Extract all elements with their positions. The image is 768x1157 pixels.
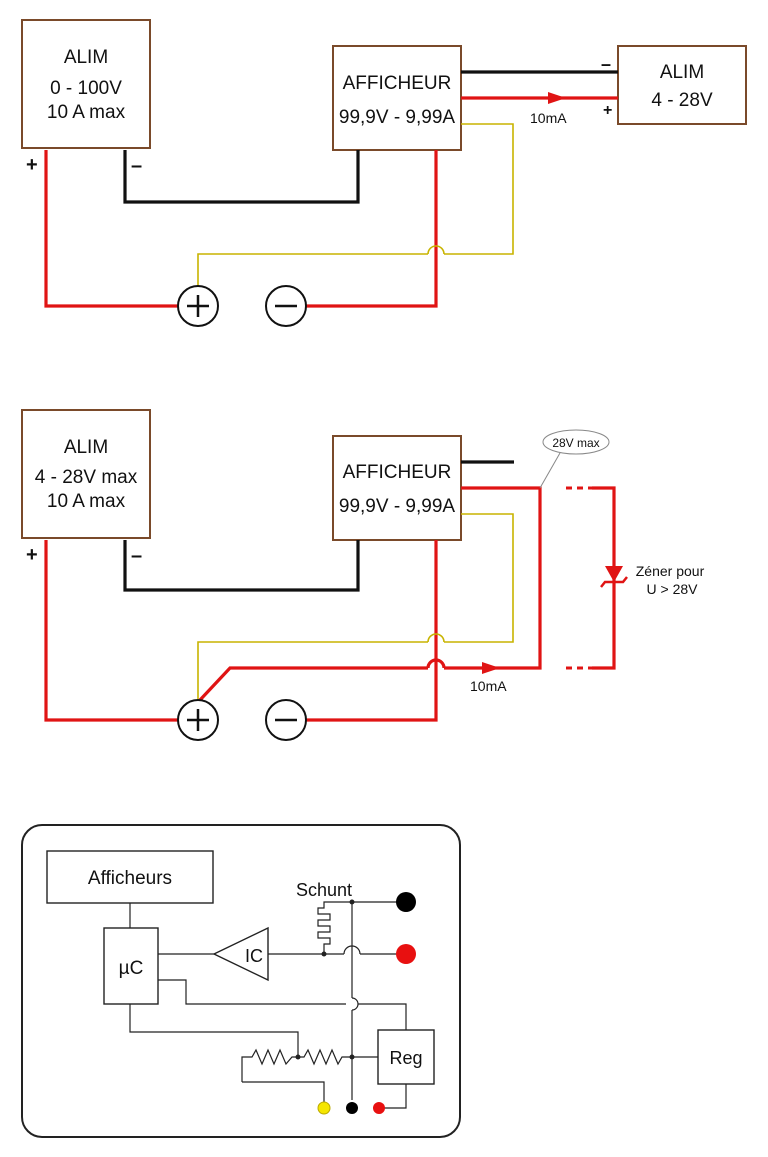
alim-main-minus-mark: – [131,155,142,177]
divider-resistor-2 [298,1048,352,1066]
current-label: 10mA [470,678,507,694]
afficheur-range: 99,9V - 9,99A [339,107,456,128]
alim-aux-range: 4 - 28V [651,90,713,111]
zener-diode-symbol [605,566,623,582]
diagram-3: Afficheurs µC IC Schunt Reg [21,824,461,1138]
alim-main-box [21,409,151,539]
alim-main-plus-mark: + [26,154,38,176]
afficheur-box [332,45,462,151]
regulator-label: Reg [389,1048,422,1068]
alim-aux-minus-mark: – [601,54,611,74]
afficheur-range: 99,9V - 9,99A [339,496,456,517]
black-terminal [396,892,416,912]
red-wire-hop [426,658,446,669]
microcontroller-box [103,927,159,1005]
yellow-wire-hop [427,245,445,255]
diagram-1: ALIM 0 - 100V 10 A max AFFICHEUR 99,9V -… [21,19,747,327]
schunt-label: Schunt [296,880,352,900]
shunt-resistor [317,901,352,954]
divider-resistor-1 [241,1048,298,1082]
microcontroller-label: µC [119,958,144,979]
alim-aux-box [617,45,747,125]
voltage-callout-text: 28V max [552,436,599,450]
ic-label: IC [245,946,263,966]
afficheurs-label: Afficheurs [88,868,172,889]
alim-main-title: ALIM [64,47,108,68]
yellow-wire-hop [427,633,445,643]
zener-label-line1: Zéner pour [636,563,705,579]
alim-aux-title: ALIM [660,62,704,83]
alim-main-voltage: 0 - 100V [50,78,122,99]
red-wire-plus [44,540,178,722]
alim-main-voltage: 4 - 28V max [35,467,138,488]
red-wire-minus [306,540,438,722]
diagram-2: ALIM 4 - 28V max 10 A max AFFICHEUR 99,9… [21,409,705,741]
yellow-sense-wire-right [444,513,514,643]
current-label: 10mA [530,110,567,126]
alim-main-plus-mark: + [26,544,38,566]
yellow-output-dot [317,1101,331,1115]
current-arrow [482,662,500,674]
alim-main-minus-mark: – [131,545,142,567]
current-arrow [548,92,566,104]
alim-main-box [21,19,151,149]
afficheurs-box [46,850,214,904]
alim-main-current: 10 A max [47,491,126,512]
afficheur-title: AFFICHEUR [343,462,452,483]
zener-label-line2: U > 28V [647,581,699,597]
red-wire-minus [306,150,438,308]
afficheur-title: AFFICHEUR [343,73,452,94]
red-terminal [396,944,416,964]
yellow-sense-wire-left [197,641,428,700]
alim-aux-plus-mark: + [603,102,612,119]
red-wire-plus [44,150,178,308]
voltage-callout [542,429,610,455]
black-output-dot [346,1102,358,1114]
zener-wire [592,486,616,670]
yellow-sense-wire-left [197,253,428,286]
red-output-dot [373,1102,385,1114]
black-wire-ground [123,540,360,592]
alim-main-current: 10 A max [47,102,126,123]
afficheur-box [332,435,462,541]
alim-main-title: ALIM [64,437,108,458]
red-wire-aux-return [198,666,428,702]
yellow-sense-wire-right [444,123,514,255]
black-wire-ground [123,150,360,204]
